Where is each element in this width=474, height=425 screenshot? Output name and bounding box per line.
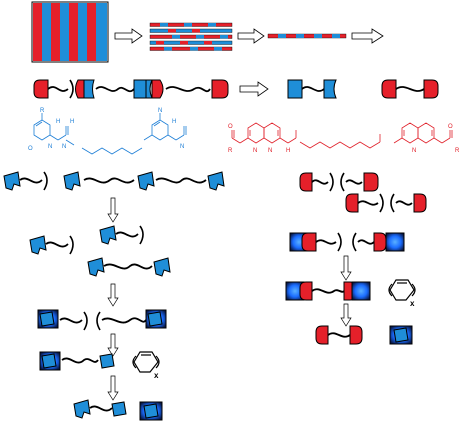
blue-N-label-2: N bbox=[62, 144, 66, 150]
blue-H-label-3: H bbox=[172, 119, 176, 125]
repeat-x-label-left: x bbox=[154, 371, 159, 380]
blue-H-label-2: H bbox=[70, 119, 74, 125]
blue-complex-pair bbox=[39, 351, 115, 371]
red-O-label-2: O bbox=[448, 124, 453, 130]
blue-bis-ureidopyrimidinone-structure bbox=[33, 113, 187, 155]
red-N-label-2: N bbox=[268, 148, 272, 154]
blue-final-products bbox=[73, 399, 163, 421]
blue-dimer bbox=[287, 79, 337, 99]
repeat-x-label-right: x bbox=[410, 299, 415, 308]
down-arrow-icon bbox=[107, 375, 119, 401]
cycloalkene-ring-icon bbox=[388, 279, 416, 301]
blue-N-label-4: N bbox=[180, 144, 184, 150]
blue-O-label: O bbox=[28, 146, 33, 152]
alternating-chain bbox=[33, 79, 229, 99]
red-complexed-chain bbox=[289, 232, 405, 252]
red-R-label-2: R bbox=[455, 148, 460, 154]
open-arrow-icon bbox=[114, 28, 143, 44]
open-arrow-icon bbox=[351, 28, 384, 44]
striped-block bbox=[31, 1, 109, 63]
blue-N-label: N bbox=[48, 144, 52, 150]
red-chain-upper bbox=[299, 172, 379, 192]
blue-polymer-chain bbox=[3, 171, 225, 191]
stacked-strands bbox=[149, 22, 233, 51]
down-arrow-icon bbox=[107, 283, 119, 307]
red-N-label: N bbox=[253, 148, 257, 154]
blue-complexed-chain bbox=[37, 309, 167, 331]
blue-N-label-3: N bbox=[158, 108, 162, 114]
down-arrow-icon bbox=[340, 255, 352, 281]
red-H-label: H bbox=[286, 148, 290, 154]
red-chain-lower bbox=[345, 193, 427, 213]
blue-structure-labels: R H H N N O N H N bbox=[28, 108, 184, 152]
cycloalkene-ring-icon bbox=[132, 351, 160, 373]
blue-R-label: R bbox=[40, 108, 45, 114]
open-arrow-icon bbox=[237, 28, 265, 44]
red-final-products bbox=[315, 325, 413, 345]
red-complex-pair bbox=[285, 281, 371, 301]
open-arrow-icon bbox=[239, 81, 269, 97]
red-dimer bbox=[381, 79, 439, 99]
single-strand bbox=[267, 33, 347, 39]
red-R-label: R bbox=[228, 148, 233, 154]
blue-fragments bbox=[29, 225, 171, 277]
down-arrow-icon bbox=[107, 333, 119, 357]
red-N-label-3: N bbox=[412, 148, 416, 154]
blue-H-label: H bbox=[56, 119, 60, 125]
down-arrow-icon bbox=[340, 303, 352, 327]
red-O-label: O bbox=[228, 124, 233, 130]
down-arrow-icon bbox=[107, 197, 119, 223]
red-bis-naphthyridine-structure bbox=[231, 122, 453, 149]
red-structure-labels: R O N H N N O R bbox=[228, 124, 460, 154]
